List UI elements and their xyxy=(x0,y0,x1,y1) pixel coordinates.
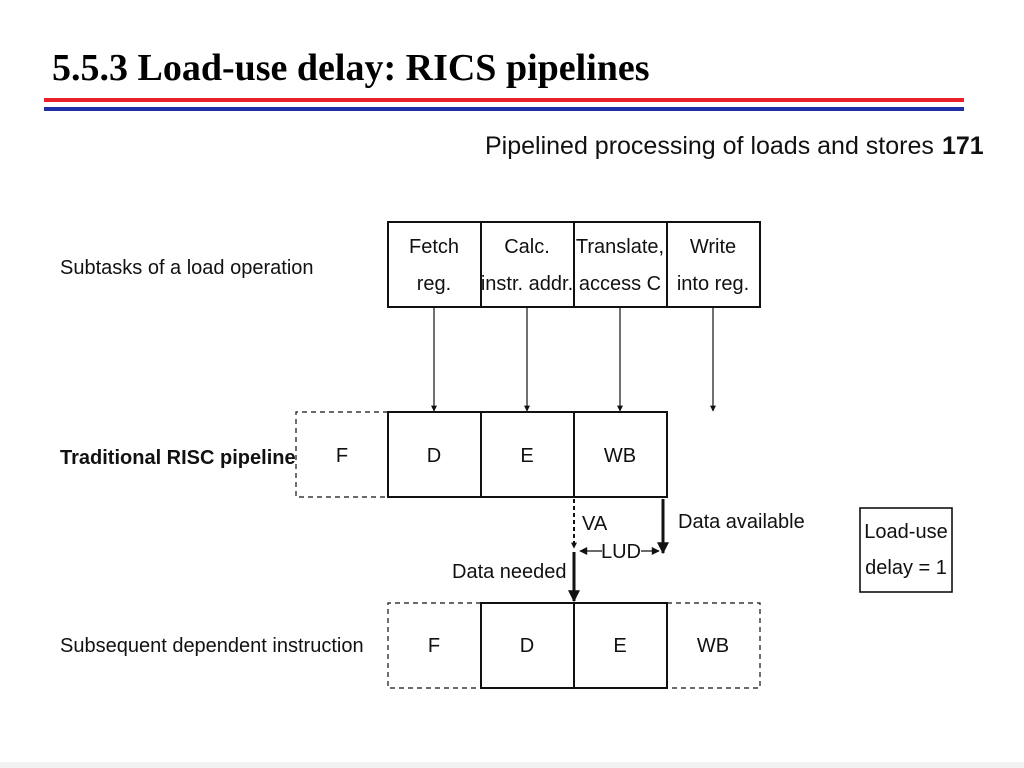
subtask-translate-line1: Translate, xyxy=(576,236,664,258)
subsequent-stage-e: E xyxy=(613,635,626,657)
figure-caption: Pipelined processing of loads and stores xyxy=(485,132,934,160)
lud-label: LUD xyxy=(601,541,641,563)
traditional-stage-f: F xyxy=(336,445,348,467)
traditional-stage-d: D xyxy=(427,445,441,467)
subsequent-stage-f: F xyxy=(428,635,440,657)
traditional-stage-e: E xyxy=(520,445,533,467)
title-rule-red xyxy=(44,98,964,102)
load-use-delay-line2: delay = 1 xyxy=(865,557,947,579)
title-rule-blue xyxy=(44,107,964,111)
load-use-delay-line1: Load-use xyxy=(864,521,947,543)
subtasks-label: Subtasks of a load operation xyxy=(60,257,314,279)
page-number: 171 xyxy=(942,132,984,160)
data-needed-label: Data needed xyxy=(452,561,567,583)
page-title: 5.5.3 Load-use delay: RICS pipelines xyxy=(52,47,650,89)
bottom-band xyxy=(0,762,1024,768)
subtask-fetch-line1: Fetch xyxy=(409,236,459,258)
subtask-calc-line2: instr. addr. xyxy=(481,273,573,295)
subtask-calc-line1: Calc. xyxy=(504,236,550,258)
subsequent-stage-wb: WB xyxy=(697,635,729,657)
subsequent-stage-d: D xyxy=(520,635,534,657)
subtask-write-line1: Write xyxy=(690,236,736,258)
load-use-delay-box xyxy=(859,507,953,593)
subtask-write-line2: into reg. xyxy=(677,273,749,295)
subtask-boxes xyxy=(387,221,761,308)
data-available-label: Data available xyxy=(678,511,805,533)
subsequent-label: Subsequent dependent instruction xyxy=(60,635,364,657)
subtask-fetch-line2: reg. xyxy=(417,273,451,295)
subsequent-pipeline xyxy=(387,602,761,689)
traditional-stage-wb: WB xyxy=(604,445,636,467)
va-label: VA xyxy=(582,513,608,535)
subtask-translate-line2: access C xyxy=(579,273,661,295)
traditional-pipeline xyxy=(295,411,668,498)
traditional-label: Traditional RISC pipeline xyxy=(60,447,296,469)
